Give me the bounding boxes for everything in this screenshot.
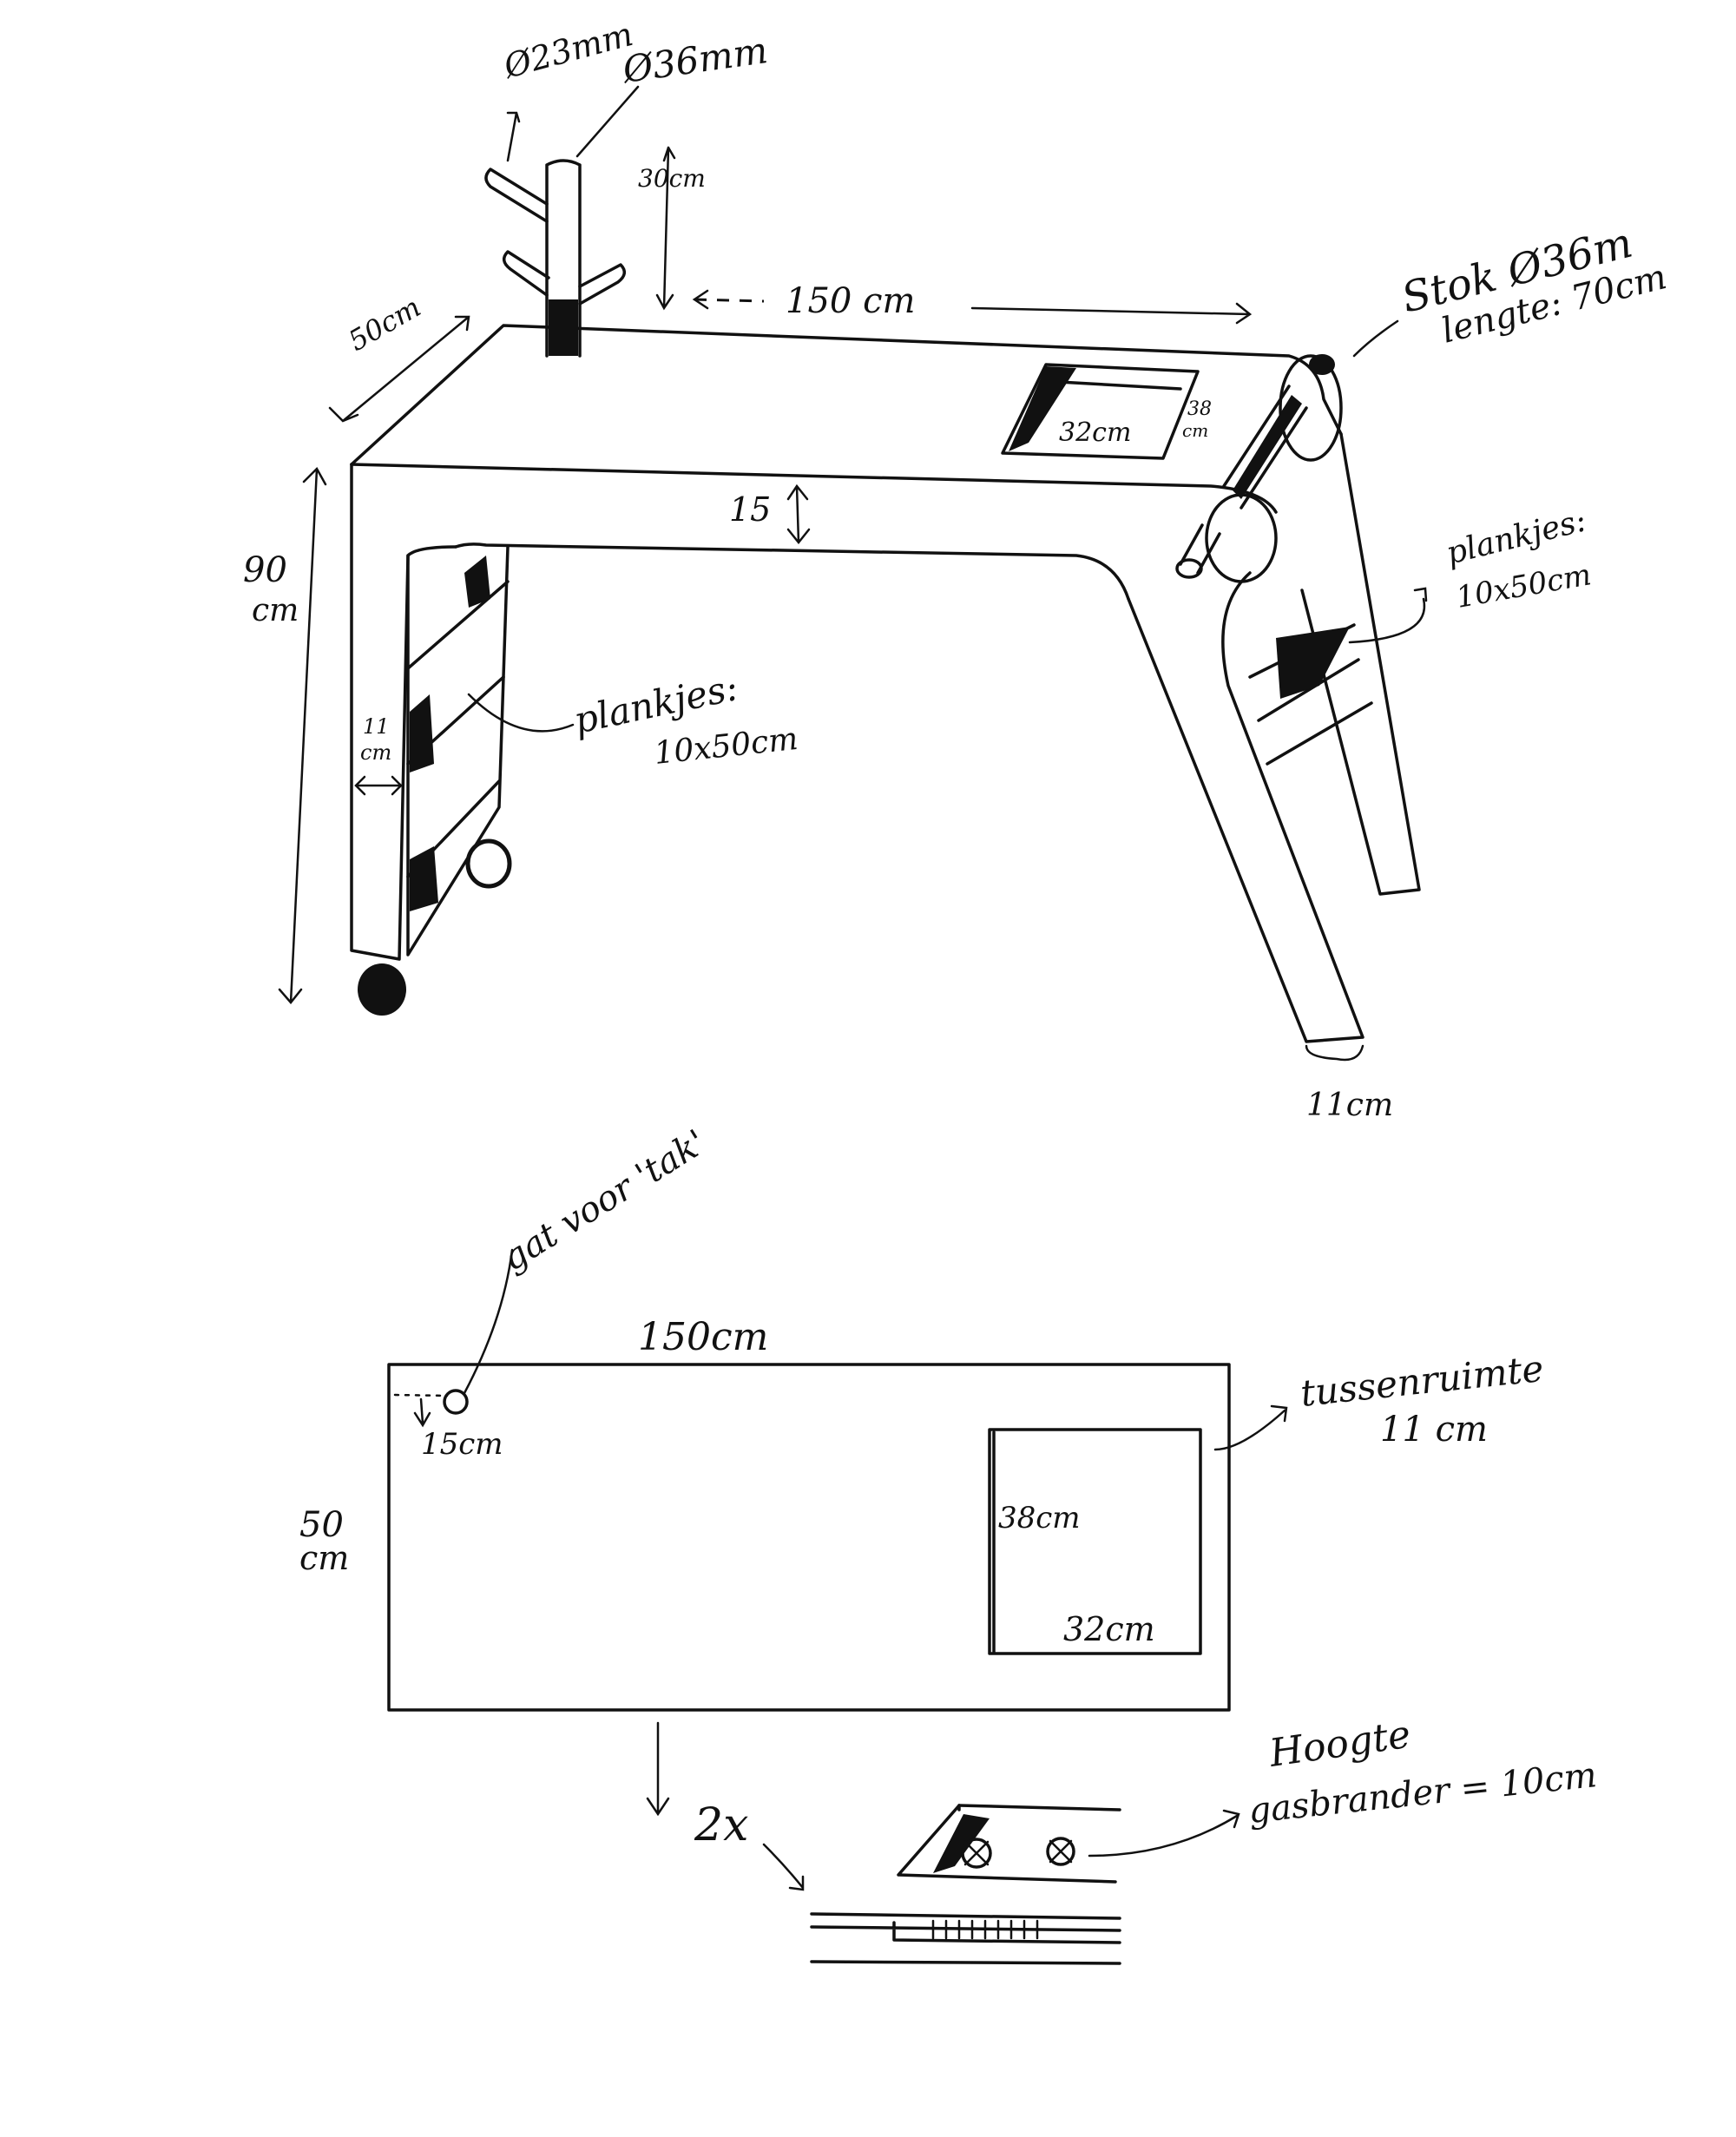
plan-arrow-down (646, 1721, 670, 1817)
detail-shelf-ticks (931, 1919, 1039, 1940)
tabletop-front-edge (350, 463, 1278, 514)
dim-150-left (694, 298, 765, 303)
label-leg-gap: 11 (363, 714, 390, 739)
coat-hook-3 (578, 263, 627, 306)
coat-hook-1 (484, 168, 549, 223)
stick-cap (1309, 354, 1335, 375)
left-shelf-1 (406, 580, 510, 670)
stick-rod (1222, 385, 1308, 510)
label-plan-hole-offset: 15cm (421, 1427, 503, 1462)
plan-spacing-leader (1213, 1404, 1288, 1451)
apron-bottom (454, 542, 1130, 601)
dim-150-right (970, 302, 1253, 325)
label-plan-cut-depth: 38cm (998, 1501, 1081, 1535)
leader-shelf-left (467, 693, 575, 733)
label-depth-50: 50cm (343, 291, 426, 358)
plan-cutout (988, 1428, 1202, 1655)
label-shelves-right-2: 10x50cm (1454, 557, 1595, 615)
detail-burner-2 (1046, 1837, 1075, 1866)
label-burner-1: Hoogte (1266, 1713, 1413, 1776)
stick-rod-hatch (1233, 395, 1302, 499)
label-plan-width: 150cm (638, 1315, 768, 1359)
right-front-leg (1127, 571, 1364, 1043)
right-back-leg (1300, 432, 1421, 896)
label-plan-depth-1: 50 (299, 1505, 344, 1545)
label-post-diameter: Ø36mm (620, 29, 771, 91)
right-shelf-hatch (1276, 627, 1350, 699)
label-plan-spacing-1: tussenruimte (1299, 1347, 1546, 1415)
left-shelf-hatch-1 (410, 694, 434, 773)
label-plan-depth-2: cm (299, 1539, 349, 1577)
label-leg-width: 11cm (1306, 1088, 1393, 1123)
detail-burner-leader (1088, 1809, 1240, 1858)
label-width-150: 150 cm (786, 281, 915, 321)
plan-hole-arrow (413, 1397, 431, 1428)
leader-stick (1352, 319, 1399, 358)
dim-post-diameter-leader (575, 85, 640, 158)
label-post-height: 30cm (638, 164, 706, 193)
dim-30cm-arrow (655, 146, 674, 311)
dim-90-arrow (278, 466, 327, 1004)
stick-ring-top (1279, 354, 1343, 462)
coat-hook-2 (502, 250, 550, 297)
leader-shelf-right (1348, 587, 1428, 644)
detail-burner-x2 (1049, 1839, 1073, 1864)
label-hook-diameter: Ø23mm (499, 15, 637, 86)
dim-11-arrow (354, 775, 403, 796)
coat-post-base (549, 299, 578, 356)
top-cutout-hatch (1009, 366, 1076, 451)
plan-post-hole (443, 1389, 469, 1415)
label-shelves-left-2: 10x50cm (653, 721, 800, 772)
plan-view (387, 1248, 1288, 1817)
label-multiplier: 2x (694, 1799, 748, 1851)
table-perspective (278, 85, 1428, 1062)
label-height-90: 90 (243, 550, 287, 590)
tabletop-outline (350, 324, 1343, 466)
top-cutout (1001, 363, 1200, 460)
dim-30cm-head (662, 146, 676, 162)
label-hole-depth: 38 (1187, 398, 1212, 420)
dim-11cm-bracket (1305, 1044, 1364, 1062)
detail-burner-hatch (933, 1814, 990, 1873)
label-plan-cut-width: 32cm (1063, 1610, 1155, 1648)
detail-burner-x1 (963, 1840, 990, 1866)
label-leg-gap-unit: cm (360, 740, 391, 765)
stick-lower-end (1175, 558, 1203, 579)
label-hole-width: 32cm (1059, 418, 1131, 448)
plan-hole-dotted (393, 1393, 449, 1397)
plan-hole-leader (463, 1248, 514, 1395)
wheel-back-left (465, 838, 512, 889)
detail-top-line (957, 1804, 1121, 1812)
left-shelf-hatch-3 (464, 556, 490, 608)
plan-outline (387, 1363, 1231, 1712)
label-hole-depth-unit: cm (1182, 420, 1208, 441)
dim-15-arrow (786, 483, 811, 545)
label-hole-note: gat voor 'tak' (496, 1122, 713, 1279)
detail-burner-outline (897, 1804, 1117, 1884)
coat-post (545, 159, 582, 358)
dim-150-left-head (692, 289, 709, 310)
detail-burner-1 (961, 1838, 992, 1869)
dim-50cm-arrow (328, 315, 470, 423)
label-apron-15: 15 (729, 490, 771, 529)
dim-hook-leader (506, 111, 521, 162)
burner-detail (762, 1804, 1240, 1965)
left-shelf-hatch-2 (410, 846, 438, 911)
label-plan-spacing-2: 11 cm (1380, 1410, 1488, 1450)
left-leg (350, 463, 457, 961)
detail-shelf-lines (810, 1912, 1121, 1965)
detail-2x-arrow (762, 1843, 805, 1891)
wheel-front-left (358, 963, 406, 1016)
label-height-90-unit: cm (252, 593, 299, 628)
